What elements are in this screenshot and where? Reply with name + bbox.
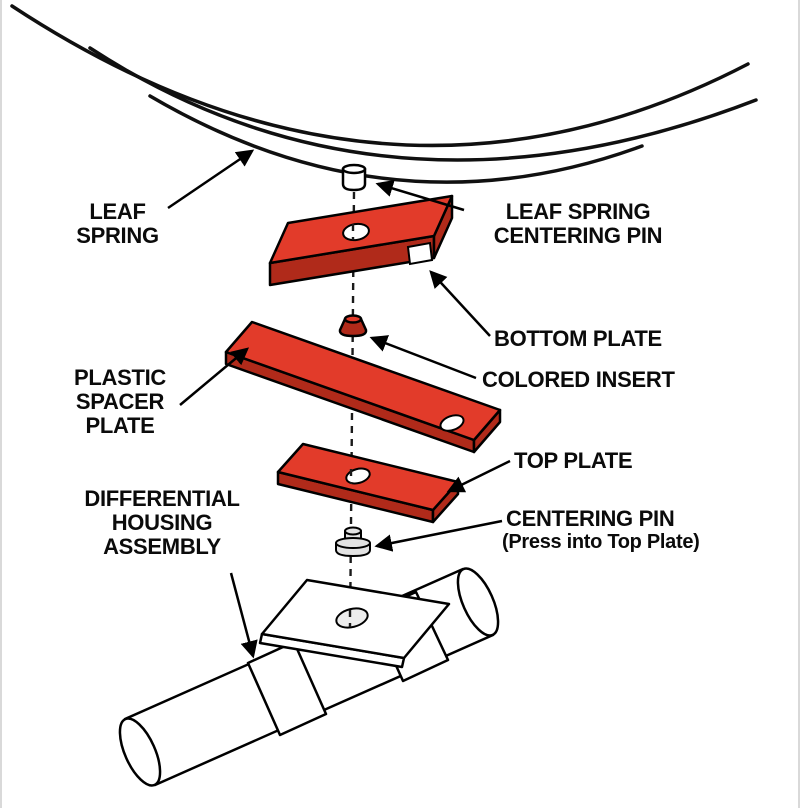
centering-pin-part — [335, 526, 371, 557]
page-edge-right — [798, 0, 800, 808]
label-colored-insert: COLORED INSERT — [482, 367, 675, 392]
bracket-strap-left — [246, 640, 328, 737]
label-leaf-spring: LEAF SPRING — [76, 199, 159, 248]
leaf-spring-centering-pin-part — [341, 163, 367, 192]
differential-housing-part — [118, 567, 500, 787]
arrow-to-leaf-spring-centering-pin — [375, 179, 465, 212]
label-centering-pin-note: (Press into Top Plate) — [502, 531, 700, 553]
arrow-to-centering-pin — [374, 519, 503, 552]
arrow-to-leaf-spring — [167, 149, 255, 210]
arrow-to-bottom-plate — [429, 270, 491, 337]
arrow-to-differential-housing — [229, 572, 258, 659]
axle-tube-left-end — [118, 717, 162, 787]
callout-arrows — [167, 149, 511, 659]
label-bottom-plate: BOTTOM PLATE — [494, 326, 662, 351]
bottom-plate-notch — [406, 241, 434, 266]
label-top-plate: TOP PLATE — [514, 448, 633, 473]
bracket-plate-hole — [335, 607, 369, 629]
arrow-to-plastic-spacer-plate — [179, 347, 250, 406]
leaf-spring — [10, 4, 758, 184]
label-centering-pin: CENTERING PIN — [506, 506, 675, 531]
arrow-to-top-plate — [446, 459, 511, 493]
label-differential-housing-assembly: DIFFERENTIAL HOUSING ASSEMBLY — [84, 486, 240, 559]
arrow-to-colored-insert — [369, 335, 477, 380]
bottom-plate-part — [268, 194, 454, 287]
plastic-spacer-plate-part — [224, 320, 502, 454]
center-axis — [348, 191, 356, 635]
center-axis-overlays — [348, 224, 355, 627]
colored-insert-part — [338, 314, 368, 338]
label-plastic-spacer-plate: PLASTIC SPACER PLATE — [73, 365, 166, 438]
axle-tube-right-end — [456, 567, 500, 637]
page-edge-left — [0, 0, 2, 808]
top-plate-part — [276, 442, 460, 524]
label-leaf-spring-centering-pin: LEAF SPRING CENTERING PIN — [493, 199, 663, 248]
